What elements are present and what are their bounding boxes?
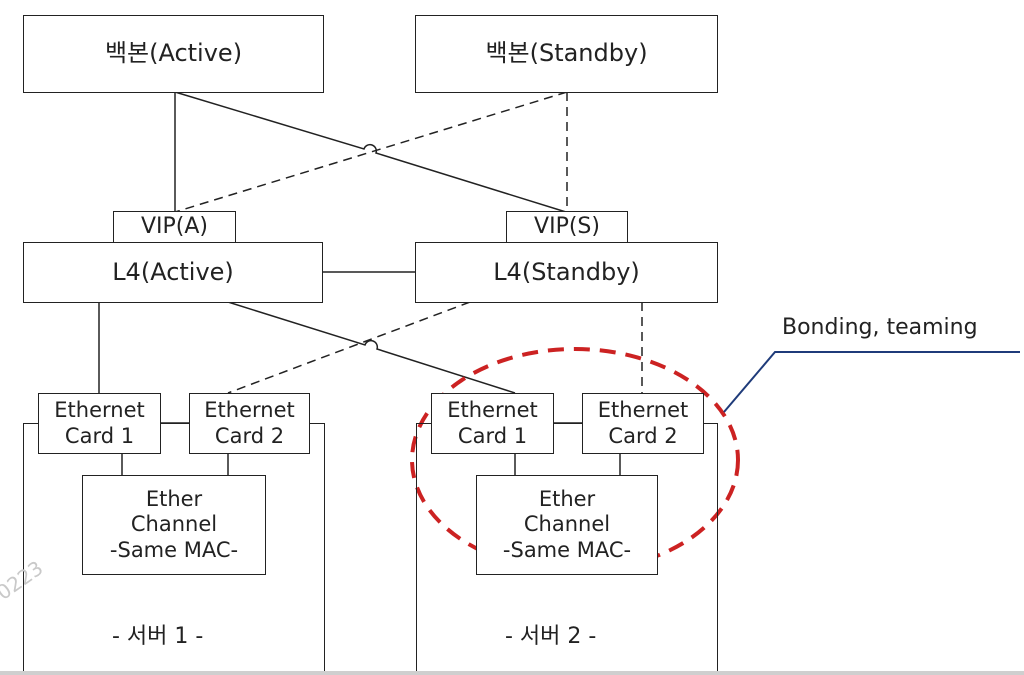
line-backbone-standby-to-vip-a: [174, 91, 568, 213]
vip-standby-box: VIP(S): [506, 211, 628, 243]
line-l4a-to-s2-card1: [227, 301, 516, 394]
server-1-label: - 서버 1 -: [112, 624, 204, 649]
server-1-frame: [23, 423, 325, 675]
l4-active-box: L4(Active): [23, 242, 323, 303]
bottom-edge-bar: [0, 671, 1024, 675]
line-l4s-to-s1-card2: [227, 301, 471, 394]
server-2-ethernet-card-2: Ethernet Card 2: [582, 393, 704, 454]
server-2-ether-channel: Ether Channel -Same MAC-: [476, 475, 658, 575]
server-2-frame: [416, 423, 718, 675]
server-1-ether-channel: Ether Channel -Same MAC-: [82, 475, 266, 575]
server-1-ethernet-card-2: Ethernet Card 2: [189, 393, 310, 454]
l4-standby-box: L4(Standby): [415, 242, 718, 303]
line-backbone-active-to-vip-s: [174, 91, 567, 213]
backbone-standby-box: 백본(Standby): [415, 15, 718, 93]
vip-active-box: VIP(A): [113, 211, 236, 243]
server-2-label: - 서버 2 -: [505, 624, 597, 649]
backbone-active-box: 백본(Active): [23, 15, 324, 93]
server-2-ethernet-card-1: Ethernet Card 1: [431, 393, 554, 454]
server-1-ethernet-card-1: Ethernet Card 1: [38, 393, 161, 454]
callout-leader-line: [723, 351, 1020, 413]
bonding-teaming-callout: Bonding, teaming: [782, 315, 978, 340]
